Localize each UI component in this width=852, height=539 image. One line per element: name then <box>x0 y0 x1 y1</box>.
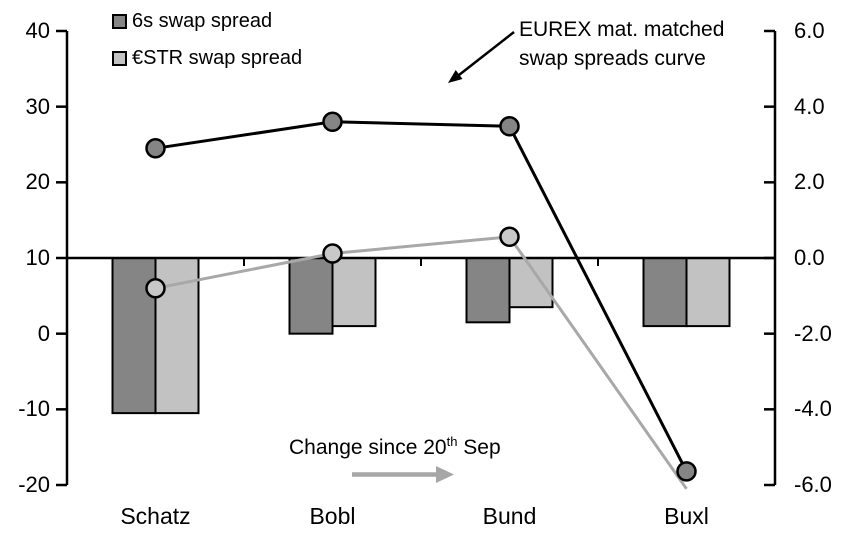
change-annotation-text: Change since 20 <box>289 436 447 459</box>
bar-6s-bund <box>465 257 511 324</box>
left-axis-tick-label: 0 <box>37 320 50 346</box>
right-axis-tick-label: -4.0 <box>794 396 832 422</box>
legend: 6s swap spread €STR swap spread <box>112 9 302 83</box>
left-axis-tick-label: 10 <box>25 245 50 270</box>
left-axis-tick-label: 30 <box>25 93 50 119</box>
change-annotation-superscript: th <box>446 434 458 449</box>
right-axis-tick-label: -6.0 <box>794 472 832 497</box>
legend-swatch-icon <box>112 50 127 66</box>
curve-annotation-arrow <box>458 31 515 76</box>
marker-estr-bund <box>499 226 520 248</box>
marker-6s-bobl <box>322 111 343 133</box>
legend-item-estr: €STR swap spread <box>112 46 302 70</box>
marker-6s-schatz <box>145 138 166 159</box>
marker-6s-bund <box>499 116 520 137</box>
category-label-schatz: Schatz <box>120 503 191 529</box>
left-axis-tick-label: 20 <box>25 169 50 195</box>
left-axis-tick-label: -10 <box>18 396 50 422</box>
line-6s <box>155 120 688 473</box>
legend-label: 6s swap spread <box>132 9 273 32</box>
right-axis-tick-label: 2.0 <box>794 169 825 195</box>
right-axis-tick-label: 6.0 <box>794 18 825 43</box>
legend-item-6s: 6s swap spread <box>112 9 302 33</box>
right-axis-tick-label: -2.0 <box>794 320 832 346</box>
change-annotation: Change since 20th Sep <box>289 434 501 460</box>
curve-annotation-line2: swap spreads curve <box>519 47 706 70</box>
category-label-buxl: Buxl <box>664 503 709 529</box>
left-axis-tick-label: 40 <box>25 18 50 43</box>
bar-estr-bobl <box>331 257 377 328</box>
bar-6s-bobl <box>288 257 334 335</box>
left-axis-tick-label: -20 <box>18 472 50 497</box>
change-annotation-arrowhead-icon <box>436 466 454 483</box>
category-label-bund: Bund <box>482 503 537 529</box>
legend-label: €STR swap spread <box>132 46 303 69</box>
marker-6s-buxl <box>676 461 697 482</box>
line-estr <box>155 235 688 490</box>
right-axis-tick-label: 4.0 <box>794 93 825 119</box>
curve-annotation: EUREX mat. matched swap spreads curve <box>519 15 724 73</box>
change-annotation-text-end: Sep <box>457 436 501 459</box>
bar-estr-buxl <box>685 257 731 328</box>
category-label-bobl: Bobl <box>309 503 356 529</box>
bar-6s-buxl <box>642 257 688 328</box>
right-axis-tick-label: 0.0 <box>794 245 825 270</box>
marker-estr-bobl <box>322 243 343 264</box>
curve-annotation-line1: EUREX mat. matched <box>519 18 725 41</box>
marker-estr-schatz <box>145 278 166 299</box>
curve-annotation-arrowhead-icon <box>448 70 463 83</box>
legend-swatch-icon <box>112 13 127 29</box>
